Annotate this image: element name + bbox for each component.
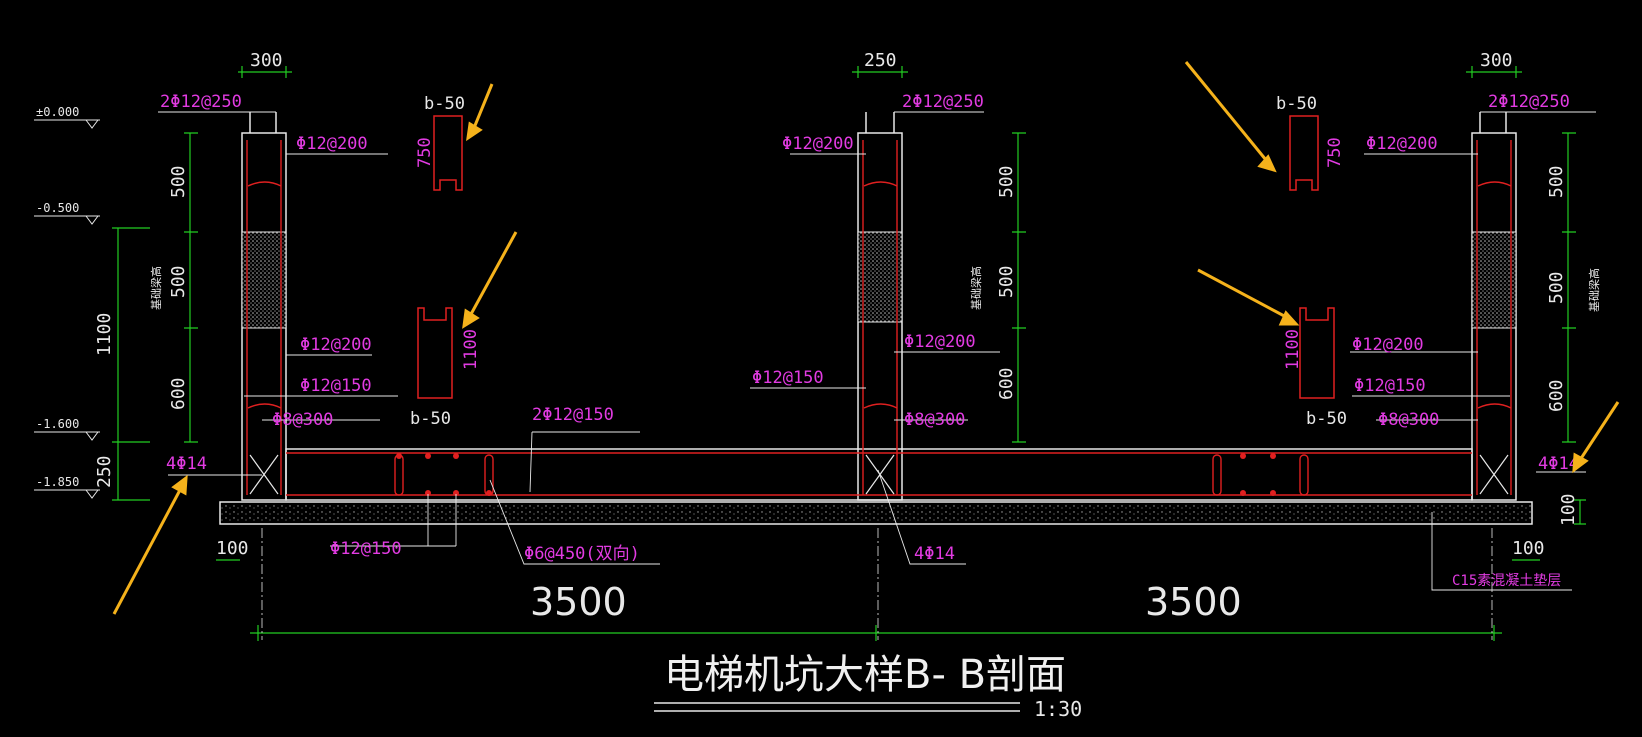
- profile-dim-750-b: 750: [1325, 137, 1345, 168]
- label-horiz200-left: Φ12@200: [300, 335, 372, 355]
- label-tie-mid: Φ8@300: [904, 410, 965, 430]
- arrow-2: [468, 231, 518, 317]
- bottom-slab: [285, 448, 1473, 501]
- label-horiz150-left: Φ12@150: [300, 376, 372, 396]
- profile-label-2: b-50: [1276, 94, 1317, 114]
- label-vert-mid: Φ12@200: [782, 134, 854, 154]
- drawing-title: 电梯机坑大样B- B剖面: [664, 652, 1066, 698]
- level-1: -0.500: [36, 201, 79, 215]
- dim-base-right-100: 100: [1512, 538, 1545, 559]
- leader-lines: [158, 111, 1596, 591]
- dim-right-500a: 500: [1546, 165, 1567, 198]
- label-bottom-150: 2Φ12@150: [532, 405, 614, 425]
- left-joint-hatch: [241, 231, 287, 329]
- label-horiz150-right: Φ12@150: [1354, 376, 1426, 396]
- arrow-5: [112, 489, 182, 615]
- dim-mid-500b: 500: [996, 265, 1017, 298]
- level-3: -1.850: [36, 475, 79, 489]
- side-note-mid: 基础梁高: [969, 266, 983, 310]
- label-concrete-c15: C15素混凝土垫层: [1452, 573, 1561, 589]
- side-note-left: 基础梁高: [149, 266, 163, 310]
- title-underline: [654, 702, 1020, 712]
- label-top-cap-mid: 2Φ12@250: [902, 92, 984, 112]
- top-cap-lines: [249, 112, 1507, 133]
- mid-joint-hatch: [857, 231, 903, 323]
- dimension-lines: [112, 66, 1586, 641]
- label-tie-left: Φ8@300: [272, 410, 333, 430]
- label-horiz150-mid: Φ12@150: [752, 368, 824, 388]
- label-tie-right: Φ8@300: [1378, 410, 1439, 430]
- profile-shapes: [417, 115, 1335, 399]
- level-2: -1.600: [36, 417, 79, 431]
- drawing-scale: 1:30: [1034, 697, 1082, 721]
- side-note-right: 基础梁高: [1587, 268, 1601, 312]
- label-top-cap-left: 2Φ12@250: [160, 92, 242, 112]
- dim-base-left-100: 100: [216, 538, 249, 559]
- profile-dim-1100-b: 1100: [1283, 329, 1303, 370]
- dim-wall-right: 300: [1480, 50, 1513, 71]
- right-joint-hatch: [1471, 231, 1517, 329]
- level-0: ±0.000: [36, 105, 79, 119]
- rebar-lines: [246, 140, 1512, 496]
- arrow-3: [1184, 61, 1268, 161]
- label-corner-left: 4Φ14: [166, 454, 207, 474]
- dim-mid-500a: 500: [996, 165, 1017, 198]
- arrow-4: [1197, 268, 1289, 320]
- label-corner-mid: 4Φ14: [914, 544, 955, 564]
- dim-total-1100: 1100: [94, 313, 115, 356]
- profile-label-1: b-50: [424, 94, 465, 114]
- label-vert-left: Φ12@200: [296, 134, 368, 154]
- label-stirrup-450: Φ6@450(双向): [524, 544, 640, 564]
- label-corner-right: 4Φ14: [1538, 454, 1579, 474]
- profile-dim-750-a: 750: [415, 137, 435, 168]
- arrow-1: [472, 83, 494, 129]
- dim-right-600: 600: [1546, 379, 1567, 412]
- label-vert-right: Φ12@200: [1366, 134, 1438, 154]
- dim-wall-mid: 250: [864, 50, 897, 71]
- annotation-arrows: [112, 61, 1620, 615]
- label-horiz200-mid: Φ12@200: [904, 332, 976, 352]
- arrow-6: [1578, 401, 1620, 461]
- rebar-dots: [396, 453, 1276, 496]
- dim-right-500b: 500: [1546, 271, 1567, 304]
- label-horiz200-right: Φ12@200: [1352, 335, 1424, 355]
- dim-wall-left: 300: [250, 50, 283, 71]
- profile-label-4: b-50: [1306, 409, 1347, 429]
- profile-label-3: b-50: [410, 409, 451, 429]
- label-slab-150: Φ12@150: [330, 539, 402, 559]
- center-lines: [261, 528, 1493, 640]
- span-right: 3500: [1145, 580, 1242, 624]
- concrete-base: [219, 501, 1533, 525]
- dim-right-100: 100: [1558, 493, 1579, 526]
- corner-x-marks: [249, 454, 1509, 495]
- gravel-fill: [221, 503, 1531, 523]
- dim-mid-600: 600: [996, 367, 1017, 400]
- dim-left-500a: 500: [168, 165, 189, 198]
- dim-left-500b: 500: [168, 265, 189, 298]
- level-markers: [34, 119, 100, 499]
- label-top-cap-right: 2Φ12@250: [1488, 92, 1570, 112]
- profile-dim-1100-a: 1100: [461, 329, 481, 370]
- dim-bottom-250: 250: [94, 455, 115, 488]
- span-left: 3500: [530, 580, 627, 624]
- dim-left-600: 600: [168, 377, 189, 410]
